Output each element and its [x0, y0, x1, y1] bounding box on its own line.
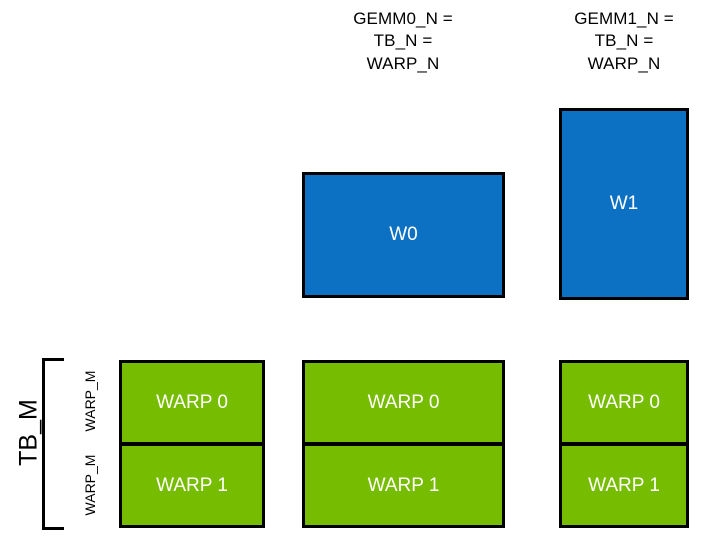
warp-row-cell: WARP 1 [119, 444, 265, 528]
warp-tile-w1-label: W1 [609, 193, 639, 214]
warp-row-cell-label: WARP 1 [367, 474, 440, 496]
axis-label-warp-m-lower: WARP_M [82, 454, 98, 516]
warp-row-cell: WARP 1 [302, 444, 505, 528]
warp-tile-w0: W0 [302, 172, 505, 298]
warp-row-column-0: WARP 0 WARP 1 [119, 360, 265, 528]
column-caption-gemm0: GEMM0_N = TB_N = WARP_N [353, 9, 453, 73]
warp-row-cell: WARP 1 [559, 444, 689, 528]
warp-row-cell-label: WARP 1 [588, 474, 660, 496]
warp-row-cell-label: WARP 0 [367, 391, 440, 413]
warp-tile-w0-label: W0 [389, 224, 418, 245]
warp-tile-w1: W1 [559, 108, 689, 300]
axis-label-tb-m: TB_M [14, 399, 43, 466]
warp-row-column-2: WARP 0 WARP 1 [559, 360, 689, 528]
warp-row-cell-label: WARP 0 [156, 391, 228, 413]
warp-row-column-1: WARP 0 WARP 1 [302, 360, 505, 528]
column-caption-gemm1: GEMM1_N = TB_N = WARP_N [574, 9, 674, 73]
tb-m-bracket [42, 358, 64, 530]
warp-row-cell-label: WARP 0 [588, 391, 660, 413]
warp-row-cell: WARP 0 [302, 360, 505, 445]
warp-row-cell-label: WARP 1 [156, 474, 228, 496]
warp-row-cell: WARP 0 [119, 360, 265, 445]
axis-label-warp-m-upper: WARP_M [82, 370, 98, 432]
warp-row-cell: WARP 0 [559, 360, 689, 445]
